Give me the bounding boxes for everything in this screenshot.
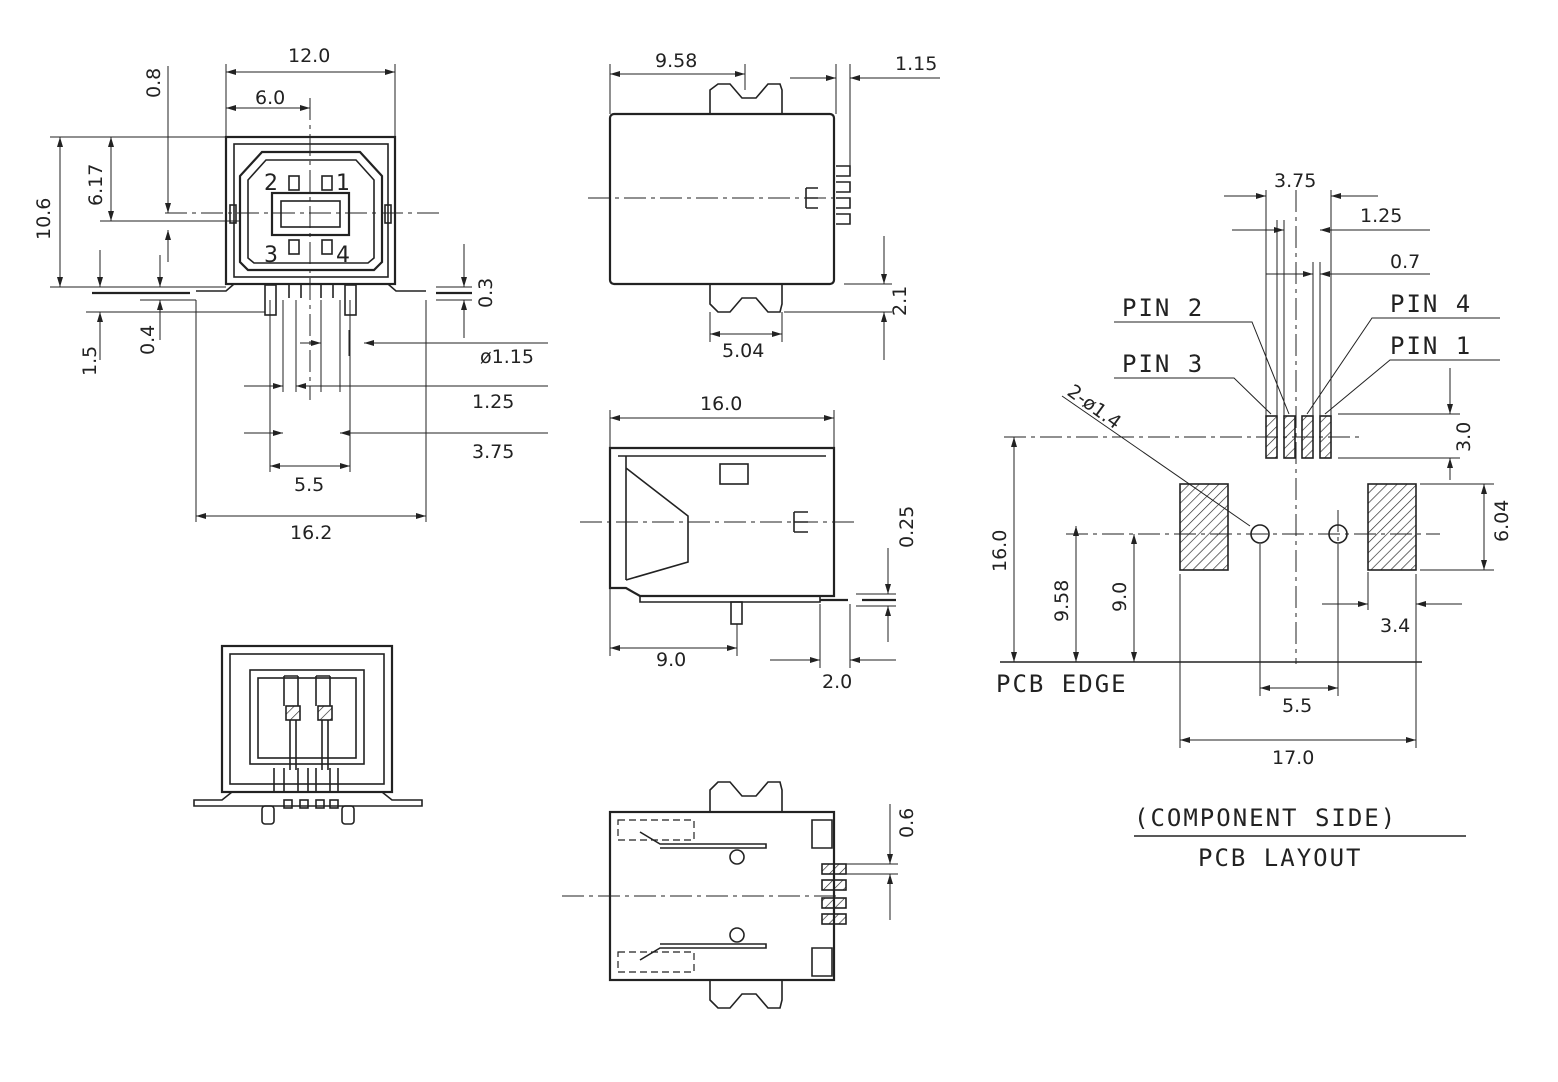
rear-cavity-inner xyxy=(257,677,357,759)
dim-12-0: 12.0 xyxy=(288,45,330,67)
dim-1-25: 1.25 xyxy=(472,391,514,413)
pcb-dim-3-0: 3.0 xyxy=(1453,422,1475,452)
rear-post-right xyxy=(341,805,355,825)
label-pin-1: PIN 1 xyxy=(1390,332,1472,360)
rear-shell xyxy=(220,644,394,794)
pcb-edge-label: PCB EDGE xyxy=(996,670,1128,698)
pcb-dim-9-58: 9.58 xyxy=(1051,580,1073,622)
dim-10-6: 10.6 xyxy=(33,198,55,240)
bottom-lead-1 xyxy=(821,863,847,875)
dim-16-0-side: 16.0 xyxy=(700,393,742,415)
dim-0-3: 0.3 xyxy=(475,278,497,308)
bottom-view: 0.6 xyxy=(562,781,918,1009)
mount-pad-right xyxy=(1367,483,1417,571)
base-flange xyxy=(196,283,426,292)
top-view: 9.58 1.15 5.04 2.1 xyxy=(588,50,940,362)
bottom-hole-upper xyxy=(729,849,745,865)
top-tab-lower xyxy=(709,284,783,313)
dim-16-2: 16.2 xyxy=(290,522,332,544)
top-tab-upper xyxy=(709,83,783,114)
side-post xyxy=(730,601,743,625)
side-latch xyxy=(719,463,749,485)
pcb-dim-6-04: 6.04 xyxy=(1491,500,1513,542)
port-outline xyxy=(238,150,384,272)
caption-component-side: (COMPONENT SIDE) xyxy=(1134,804,1397,832)
pcb-dim-16-0: 16.0 xyxy=(989,530,1011,572)
dim-1-5: 1.5 xyxy=(79,346,101,376)
rear-post-left xyxy=(261,805,275,825)
pin-label-4: 4 xyxy=(336,243,350,268)
pcb-layout: PCB EDGE 3.75 1.25 0.7 PIN 2 PIN 3 PIN 4… xyxy=(989,170,1513,872)
pcb-dim-3-4: 3.4 xyxy=(1380,615,1410,637)
bottom-tab-upper xyxy=(709,781,783,812)
dim-1-15-top: 1.15 xyxy=(895,53,937,75)
dim-9-58-top: 9.58 xyxy=(655,50,697,72)
pin-label-2: 2 xyxy=(264,171,278,196)
port-inner xyxy=(247,159,375,264)
pin-label-3: 3 xyxy=(264,243,278,268)
pcb-dim-1-25: 1.25 xyxy=(1360,205,1402,227)
rear-view xyxy=(193,644,423,825)
latch-left xyxy=(229,204,237,224)
contact-4 xyxy=(321,239,333,255)
label-pin-2: PIN 2 xyxy=(1122,294,1204,322)
dim-5-04: 5.04 xyxy=(722,340,764,362)
pcb-dim-17-0: 17.0 xyxy=(1272,747,1314,769)
dim-5-5: 5.5 xyxy=(294,474,324,496)
contact-3 xyxy=(288,239,300,255)
dim-0-8: 0.8 xyxy=(143,68,165,98)
bottom-lead-2 xyxy=(821,879,847,891)
side-shell-detail xyxy=(618,455,826,581)
rear-cavity xyxy=(249,669,365,765)
pcb-dim-9-0: 9.0 xyxy=(1109,582,1131,612)
bottom-lead-3 xyxy=(821,897,847,909)
pcb-dim-3-75: 3.75 xyxy=(1274,170,1316,192)
mount-pad-left xyxy=(1179,483,1229,571)
contact-1 xyxy=(321,175,333,191)
dim-3-75: 3.75 xyxy=(472,441,514,463)
bottom-tab-lower xyxy=(709,980,783,1009)
dim-6-17: 6.17 xyxy=(85,164,107,206)
caption-pcb-layout: PCB LAYOUT xyxy=(1198,844,1363,872)
dim-0-25: 0.25 xyxy=(896,506,918,548)
contact-2 xyxy=(288,175,300,191)
dim-2-0: 2.0 xyxy=(822,671,852,693)
label-pin-3: PIN 3 xyxy=(1122,350,1204,378)
pcb-dim-5-5: 5.5 xyxy=(1282,695,1312,717)
pin-label-1: 1 xyxy=(336,171,350,196)
top-leads xyxy=(836,165,851,225)
rear-shell-inner xyxy=(229,653,385,785)
front-shell-inner xyxy=(233,143,389,278)
front-view: 2 1 3 4 xyxy=(33,45,548,544)
side-view: 16.0 9.0 0.25 2.0 xyxy=(580,393,918,693)
pcb-dim-hole: 2-ø1.4 xyxy=(1063,380,1125,434)
dim-2-1: 2.1 xyxy=(889,286,911,316)
top-body xyxy=(608,112,836,286)
rear-solder-right xyxy=(317,705,333,721)
pcb-dim-0-7: 0.7 xyxy=(1390,251,1420,273)
bottom-lead-4 xyxy=(821,913,847,925)
dim-0-6: 0.6 xyxy=(896,808,918,838)
bottom-hole-lower xyxy=(729,927,745,943)
dim-0-4: 0.4 xyxy=(137,325,159,355)
dim-6-0: 6.0 xyxy=(255,87,285,109)
dim-pin-diameter: ø1.15 xyxy=(480,346,534,368)
rear-solder-left xyxy=(285,705,301,721)
label-pin-4: PIN 4 xyxy=(1390,290,1472,318)
latch-right xyxy=(384,204,392,224)
dim-9-0-side: 9.0 xyxy=(656,649,686,671)
